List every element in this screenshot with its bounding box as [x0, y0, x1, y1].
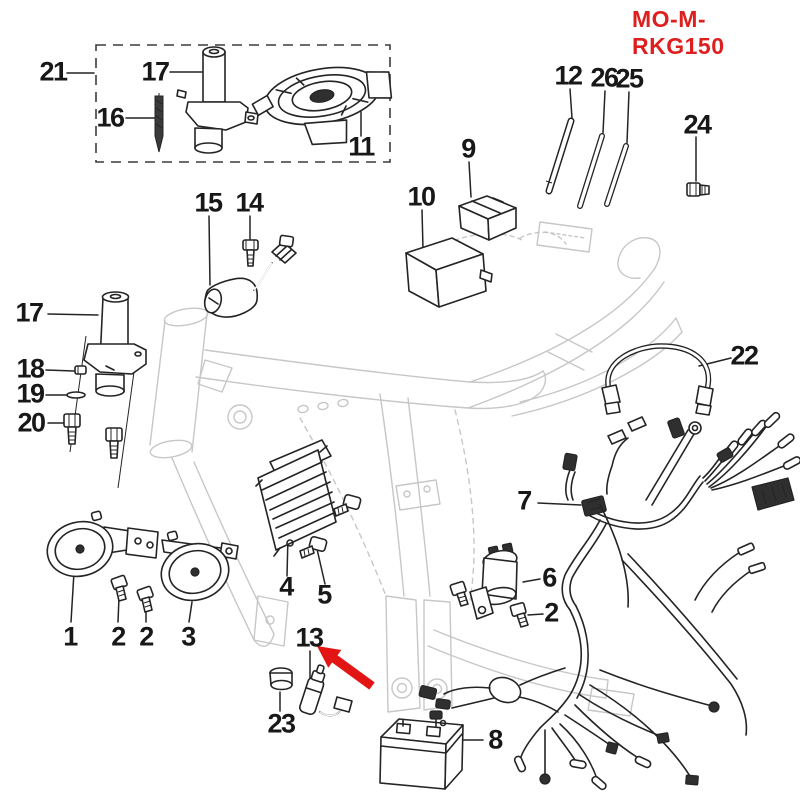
callout-16: 16 [96, 102, 125, 133]
callout-11: 11 [348, 131, 375, 162]
rubber-cap-23 [269, 667, 293, 691]
callout-13: 13 [295, 622, 324, 653]
coil-bolt-14 [242, 239, 259, 267]
diagram-code-label: MO-M-RKG150 [632, 6, 725, 59]
callout-17-top: 17 [141, 56, 170, 87]
horn-1 [46, 510, 159, 578]
ignition-switch-assembly-top [176, 46, 259, 154]
callout-2-horn-b: 2 [139, 621, 154, 652]
ignition-switch-assembly-left [69, 291, 147, 489]
red-arrow-pointer-13 [317, 646, 375, 690]
callout-24: 24 [683, 109, 712, 140]
relay-9 [458, 195, 517, 241]
key-pin-16 [154, 93, 164, 153]
solenoid-bolt-2-right [509, 602, 529, 628]
pin-18 [74, 365, 87, 375]
tie-rod-25 [604, 143, 629, 207]
solenoid-bolt-2-left [449, 580, 469, 607]
callout-6: 6 [542, 562, 557, 593]
callout-20: 20 [17, 407, 46, 438]
tie-rod-26 [577, 133, 605, 209]
lock-cap-11 [251, 66, 393, 146]
tie-rod-12 [545, 117, 575, 195]
callout-3: 3 [181, 621, 196, 652]
callout-7: 7 [517, 485, 532, 516]
cdi-unit-10 [405, 237, 493, 308]
callout-19: 19 [16, 378, 45, 409]
flasher-relay-13 [299, 664, 353, 717]
callout-2-horn-a: 2 [111, 621, 126, 652]
horn-3 [160, 530, 239, 602]
callout-10: 10 [407, 181, 436, 212]
callout-21: 21 [39, 56, 68, 87]
horn-bolt-2-a [110, 574, 128, 602]
rectifier-4 [255, 439, 337, 557]
callout-5: 5 [317, 579, 332, 610]
callout-18: 18 [16, 353, 45, 384]
wiring-harness-7 [418, 411, 800, 791]
callout-2-solenoid: 2 [544, 597, 559, 628]
jumper-cable-22 [601, 343, 714, 416]
callout-17-left: 17 [15, 297, 44, 328]
callout-1: 1 [63, 621, 78, 652]
bolts-20 [63, 413, 123, 459]
battery-8 [379, 717, 464, 790]
callout-23: 23 [267, 708, 296, 739]
callout-14: 14 [235, 187, 264, 218]
callout-15: 15 [194, 187, 223, 218]
rectifier-bolts-5 [299, 494, 362, 559]
washer-19 [66, 391, 86, 399]
callout-25: 25 [615, 63, 644, 94]
callout-9: 9 [461, 133, 476, 164]
starter-solenoid-6 [469, 542, 518, 620]
callout-26: 26 [590, 62, 619, 93]
callout-22: 22 [730, 340, 759, 371]
callout-4: 4 [279, 571, 294, 602]
callout-8: 8 [488, 724, 503, 755]
horn-bolt-2-b [136, 585, 154, 613]
callout-12: 12 [554, 60, 583, 91]
screw-24 [686, 182, 710, 197]
ignition-coil-15 [203, 234, 297, 318]
leader-lines [45, 71, 732, 741]
